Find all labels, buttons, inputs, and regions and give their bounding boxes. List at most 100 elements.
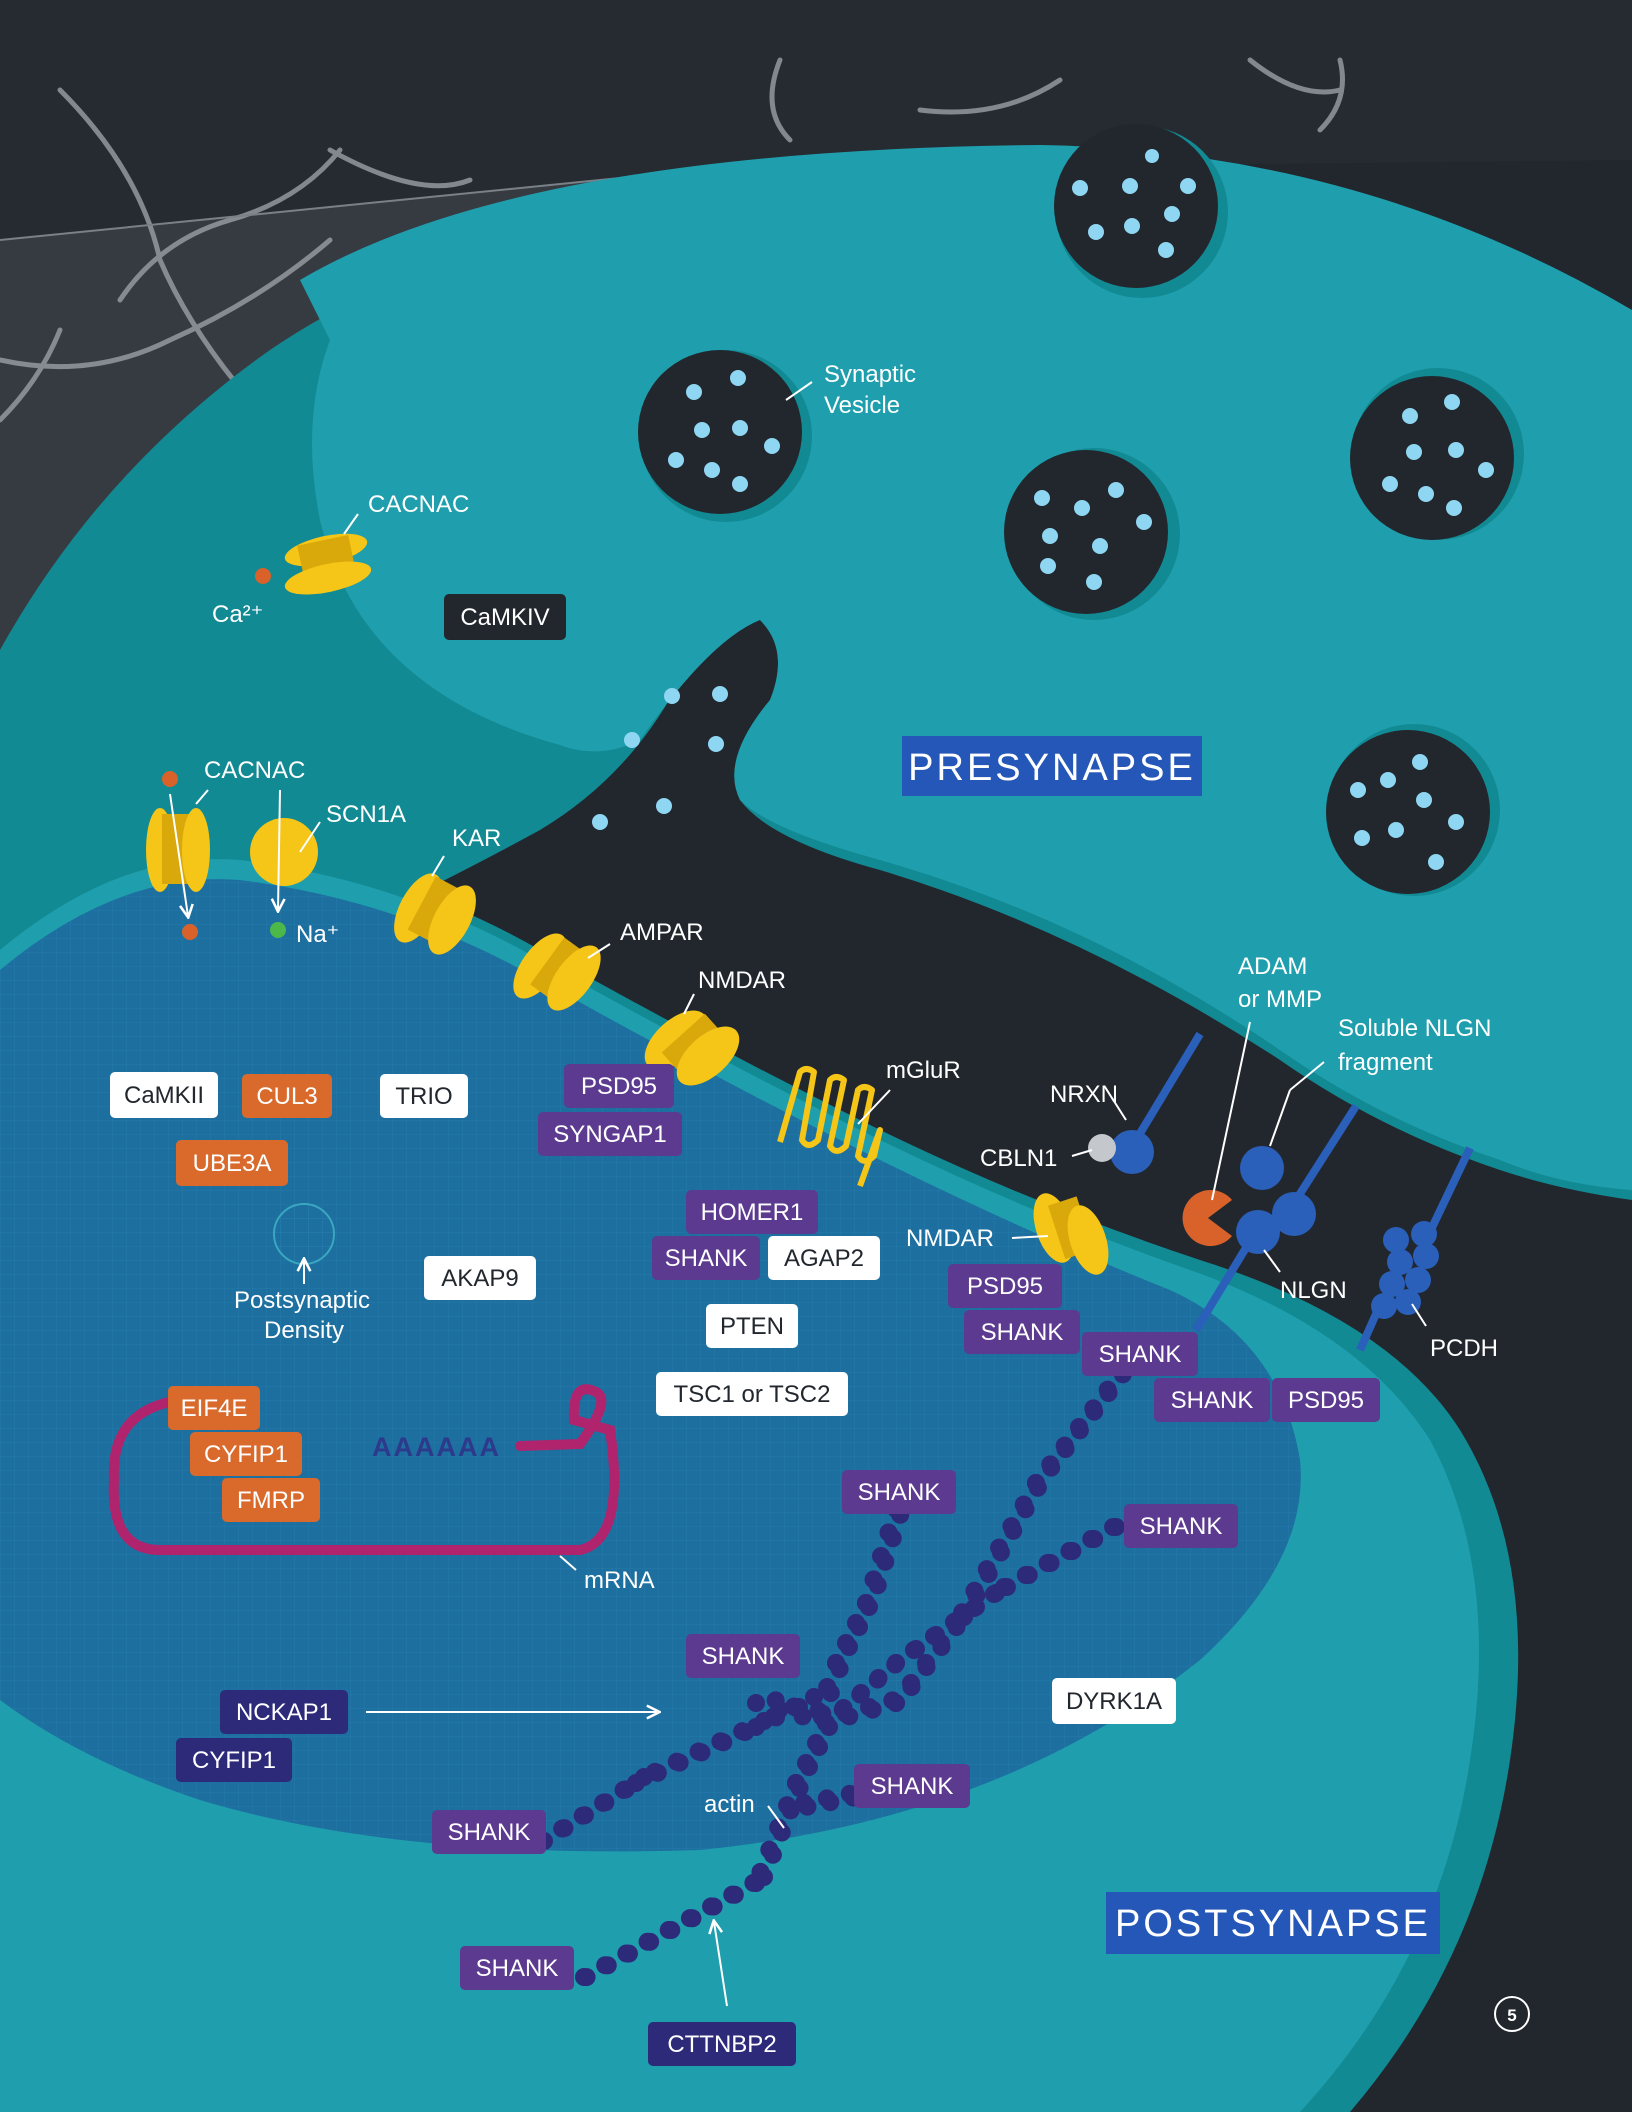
cbln1-molecule bbox=[1088, 1134, 1116, 1162]
shank-label: SHANK bbox=[460, 1946, 574, 1990]
actin-bead bbox=[1016, 1566, 1035, 1584]
nlgn-molecule bbox=[1192, 1103, 1360, 1333]
shank-text: SHANK bbox=[1099, 1341, 1182, 1368]
homer1-box bbox=[686, 1190, 818, 1234]
svg-text:PRESYNAPSE: PRESYNAPSE bbox=[908, 747, 1196, 789]
nmdar-label: NMDAR bbox=[906, 1225, 994, 1252]
actin-bead bbox=[840, 1638, 858, 1656]
cyfip1-text: CYFIP1 bbox=[204, 1441, 288, 1468]
actin-bead bbox=[883, 1529, 902, 1548]
nmdar-channel-top bbox=[644, 1010, 740, 1086]
pcdh-label: PCDH bbox=[1430, 1335, 1498, 1362]
actin-bead bbox=[1038, 1554, 1057, 1572]
soluble-nlgn-fragment bbox=[1240, 1146, 1284, 1190]
camkiv-text: CaMKIV bbox=[460, 604, 549, 631]
actin-bead bbox=[766, 1691, 785, 1710]
tsc-text: TSC1 or TSC2 bbox=[674, 1381, 831, 1408]
shank-box bbox=[854, 1764, 970, 1808]
dyrk1a-text: DYRK1A bbox=[1066, 1688, 1162, 1715]
mrna-label: mRNA bbox=[584, 1567, 655, 1594]
vesicle bbox=[1054, 124, 1228, 298]
shank-text: SHANK bbox=[981, 1319, 1064, 1346]
camkiv-label: CaMKIV bbox=[444, 594, 566, 640]
actin-bead bbox=[787, 1698, 805, 1717]
cttnbp2-box bbox=[648, 2022, 796, 2066]
shank-text: SHANK bbox=[448, 1819, 531, 1846]
shank-label: SHANK bbox=[1124, 1504, 1238, 1548]
actin-bead bbox=[851, 1685, 870, 1704]
psd95-box bbox=[1272, 1378, 1380, 1422]
trio-label: TRIO bbox=[380, 1074, 468, 1118]
shank-text: SHANK bbox=[702, 1643, 785, 1670]
actin-bead bbox=[1016, 1500, 1035, 1519]
psd95-text: PSD95 bbox=[967, 1273, 1043, 1300]
actin-bead bbox=[917, 1658, 936, 1676]
fmrp-box bbox=[222, 1478, 320, 1522]
actin-bead bbox=[767, 1708, 785, 1727]
cyfip1-box bbox=[176, 1738, 292, 1782]
nckap1-box bbox=[220, 1690, 348, 1734]
nmdar-channel-right bbox=[1033, 1193, 1109, 1275]
actin-bead bbox=[830, 1660, 849, 1678]
shank-label: SHANK bbox=[964, 1310, 1080, 1354]
tsc-label: TSC1 or TSC2 bbox=[656, 1372, 848, 1416]
actin-bead bbox=[575, 1968, 593, 1986]
tsc-box bbox=[656, 1372, 848, 1416]
vesicle bbox=[1326, 724, 1500, 896]
nlgn-label: NLGN bbox=[1280, 1277, 1347, 1304]
cacnac-label: CACNAC bbox=[368, 491, 469, 518]
camkii-label: CaMKII bbox=[110, 1072, 218, 1118]
actin-bead bbox=[763, 1845, 782, 1864]
cbln1-label: CBLN1 bbox=[980, 1145, 1057, 1172]
actin-bead bbox=[883, 1691, 902, 1710]
actin-bead bbox=[795, 1794, 813, 1812]
presynapse-terminal bbox=[0, 145, 1632, 1200]
mglur-receptor bbox=[777, 1066, 883, 1188]
shank-label: SHANK bbox=[652, 1236, 760, 1280]
calcium-ion bbox=[182, 924, 198, 940]
dyrk1a-label: DYRK1A bbox=[1052, 1678, 1176, 1724]
actin-bead bbox=[985, 1585, 1003, 1603]
shank-text: SHANK bbox=[871, 1773, 954, 1800]
cttnbp2-label: CTTNBP2 bbox=[648, 2022, 796, 2066]
actin-bead bbox=[850, 1618, 868, 1636]
psd95-box bbox=[564, 1064, 674, 1108]
shank-text: SHANK bbox=[665, 1245, 748, 1272]
actin-bead bbox=[747, 1694, 765, 1712]
calcium-label: Ca²⁺ bbox=[212, 601, 263, 628]
pten-text: PTEN bbox=[720, 1313, 784, 1340]
akap9-text: AKAP9 bbox=[441, 1265, 518, 1292]
psd95-box bbox=[948, 1264, 1062, 1308]
actin-bead bbox=[905, 1641, 923, 1659]
psd95-label: PSD95 bbox=[1272, 1378, 1380, 1422]
pten-box bbox=[706, 1304, 798, 1348]
calcium-arrow bbox=[169, 793, 188, 916]
actin-bead bbox=[659, 1920, 678, 1939]
actin-bead bbox=[868, 1670, 887, 1689]
actin-bead bbox=[902, 1678, 921, 1696]
actin-bead bbox=[747, 1718, 765, 1736]
actin-bead bbox=[810, 1738, 828, 1756]
page-number: 5 bbox=[1494, 1996, 1530, 2032]
shank-label: SHANK bbox=[842, 1470, 956, 1514]
actin-bead bbox=[1042, 1458, 1061, 1477]
camkii-box bbox=[110, 1072, 218, 1118]
postsynapse-label: POSTSYNAPSE bbox=[1106, 1892, 1440, 1954]
shank-text: SHANK bbox=[858, 1479, 941, 1506]
actin-bead bbox=[1028, 1478, 1047, 1497]
actin-bead bbox=[817, 1789, 836, 1808]
camkii-text: CaMKII bbox=[124, 1082, 204, 1109]
actin-bead bbox=[648, 1763, 667, 1782]
actin-bead bbox=[670, 1753, 689, 1772]
nmdar-label: NMDAR bbox=[698, 967, 786, 994]
shank-box bbox=[1082, 1332, 1198, 1376]
actin-bead bbox=[744, 1873, 763, 1892]
actin-bead bbox=[925, 1627, 943, 1645]
cyfip1-box bbox=[190, 1432, 302, 1476]
shank-box bbox=[1124, 1504, 1238, 1548]
nrxn-label: NRXN bbox=[1050, 1081, 1118, 1108]
actin-bead bbox=[886, 1655, 905, 1674]
shank-label: SHANK bbox=[432, 1810, 546, 1854]
ube3a-label: UBE3A bbox=[176, 1140, 288, 1186]
